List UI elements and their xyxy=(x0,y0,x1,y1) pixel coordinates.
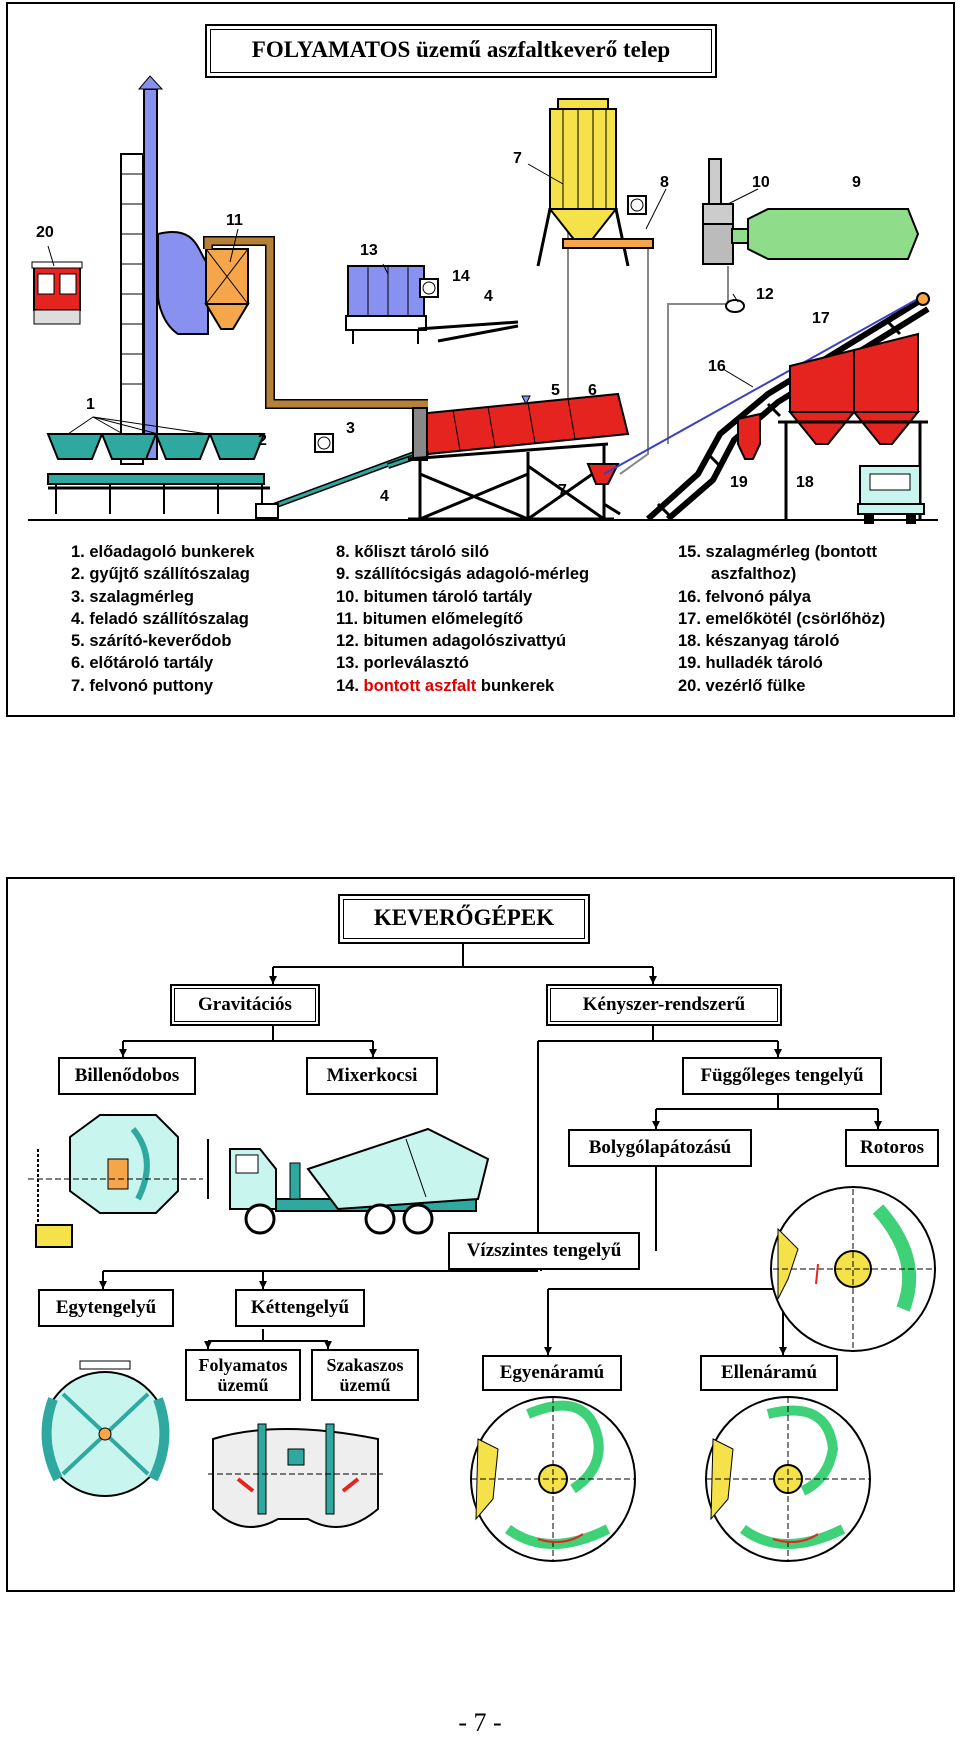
legend-item: 13. porleválasztó xyxy=(336,654,469,673)
legend-item: 17. emelőkötél (csörlőhöz) xyxy=(678,609,886,628)
callout-16: 16 xyxy=(708,358,726,375)
mixers-title: KEVERŐGÉPEK xyxy=(338,894,590,944)
callout-7: 7 xyxy=(558,482,567,499)
callout-6: 6 xyxy=(588,382,597,399)
legend-item: 11. bitumen előmelegítő xyxy=(336,609,524,628)
control-cabin xyxy=(31,261,83,325)
node-vertical-shaft: Függőleges tengelyű xyxy=(682,1057,882,1095)
counter-current-illustration xyxy=(705,1396,871,1562)
legend-item: 5. szárító-keverődob xyxy=(71,632,232,651)
legend-item: 16. felvonó pálya xyxy=(678,587,811,606)
node-continuous: Folyamatos üzemű xyxy=(185,1349,301,1401)
legend-item: 15. szalagmérleg (bontott xyxy=(678,543,877,561)
feeder-bunkers xyxy=(46,433,270,514)
callout-11: 10 xyxy=(752,174,770,191)
node-gravitational: Gravitációs xyxy=(170,984,320,1026)
legend-item: 12. bitumen adagolószivattyú xyxy=(336,632,567,651)
legend-col1: 1. előadagoló bunkerek 2. gyűjtő szállít… xyxy=(71,541,254,697)
reclaimed-bunker xyxy=(345,265,519,344)
node-tilting-drum: Billenődobos xyxy=(58,1057,196,1095)
page-number: - 7 - xyxy=(458,1708,502,1737)
node-single-shaft: Egytengelyű xyxy=(38,1289,174,1327)
callout-4b: 4 xyxy=(380,488,389,505)
waste-storage xyxy=(737,412,761,460)
scale-icon xyxy=(314,195,647,453)
co-current-illustration xyxy=(470,1396,636,1562)
legend-item: 20. vezérlő fülke xyxy=(678,676,806,695)
single-shaft-illustration xyxy=(41,1360,170,1497)
filler-silo xyxy=(536,98,654,267)
callout-17: 17 xyxy=(812,310,830,327)
legend-item: 2. gyűjtő szállítószalag xyxy=(71,565,250,584)
callout-15: 14 xyxy=(452,268,470,285)
callout-4a: 4 xyxy=(484,288,493,305)
truck xyxy=(857,465,925,524)
legend-item: 8. kőliszt tároló siló xyxy=(336,543,490,561)
node-planetary: Bolygólapátozású xyxy=(568,1129,752,1167)
node-mixer-truck: Mixerkocsi xyxy=(306,1057,438,1095)
bitumen-preheater xyxy=(702,158,734,265)
legend-item: 4. feladó szállítószalag xyxy=(71,609,249,628)
dust-separator xyxy=(157,231,250,335)
mixers-tree xyxy=(28,944,936,1562)
rotor-illustration xyxy=(770,1186,936,1352)
twin-shaft-illustration xyxy=(208,1423,383,1528)
node-horizontal-shaft: Vízszintes tengelyű xyxy=(448,1232,640,1270)
legend-item: 7. felvonó puttony xyxy=(71,676,214,695)
legend-item: 18. készanyag tároló xyxy=(678,632,840,651)
legend-item: aszfalthoz) xyxy=(711,565,797,584)
finished-storage xyxy=(778,332,928,519)
callout-19: 19 xyxy=(730,474,748,491)
node-batch: Szakaszos üzemű xyxy=(311,1349,419,1401)
plant-title-text: FOLYAMATOS üzemű aszfaltkeverő telep xyxy=(251,37,671,62)
drying-drum xyxy=(407,392,630,521)
node-co-current: Egyenáramú xyxy=(482,1355,622,1391)
mixer-truck-illustration xyxy=(229,1127,490,1235)
legend-item: 19. hulladék tároló xyxy=(678,654,823,673)
legend-item: 10. bitumen tároló tartály xyxy=(336,587,533,606)
chimney xyxy=(120,75,164,465)
tilting-drum-illustration xyxy=(28,1114,209,1248)
legend-col3: 15. szalagmérleg (bontott aszfalthoz) 16… xyxy=(678,541,885,697)
node-twin-shaft: Kéttengelyű xyxy=(235,1289,365,1327)
callout-18: 18 xyxy=(796,474,814,491)
callout-13: 11 xyxy=(226,212,243,229)
callout-20: 20 xyxy=(36,224,54,241)
asphalt-plant-panel: FOLYAMATOS üzemű aszfaltkeverő telep xyxy=(6,2,955,717)
callout-14: 13 xyxy=(360,242,378,259)
plant-title: FOLYAMATOS üzemű aszfaltkeverő telep xyxy=(205,24,717,78)
legend-col2: 8. kőliszt tároló siló 9. szállítócsigás… xyxy=(336,541,589,697)
bitumen-pump xyxy=(725,299,745,313)
callout-8: 7 xyxy=(513,150,522,167)
legend-prefix: 14. xyxy=(336,676,364,695)
bitumen-tank xyxy=(731,208,920,260)
legend-item: 6. előtároló tartály xyxy=(71,654,214,673)
callout-12: 12 xyxy=(756,286,774,303)
node-rotor: Rotoros xyxy=(845,1129,939,1167)
legend-item: 9. szállítócsigás adagoló-mérleg xyxy=(336,565,590,584)
callout-10: 9 xyxy=(852,174,861,191)
callout-2: 2 xyxy=(258,432,267,449)
callout-9: 8 xyxy=(660,174,669,191)
elevator-bucket xyxy=(586,463,621,516)
node-counter-current: Ellenáramú xyxy=(700,1355,838,1391)
legend-item: 1. előadagoló bunkerek xyxy=(71,543,255,561)
plant-diagram xyxy=(28,75,938,524)
mixers-panel: KEVERŐGÉPEK Gravitációs Kényszer-rendsze… xyxy=(6,877,955,1592)
callout-1: 1 xyxy=(86,396,95,413)
mixers-title-text: KEVERŐGÉPEK xyxy=(373,905,555,930)
callout-5: 5 xyxy=(551,382,560,399)
legend-suffix: bunkerek xyxy=(476,676,555,695)
legend-item: 14. bontott aszfalt bunkerek xyxy=(336,675,589,697)
legend-highlight: bontott aszfalt xyxy=(363,676,477,695)
node-forced: Kényszer-rendszerű xyxy=(546,984,782,1026)
legend-item: 3. szalagmérleg xyxy=(71,587,194,606)
callout-3: 3 xyxy=(346,420,355,437)
